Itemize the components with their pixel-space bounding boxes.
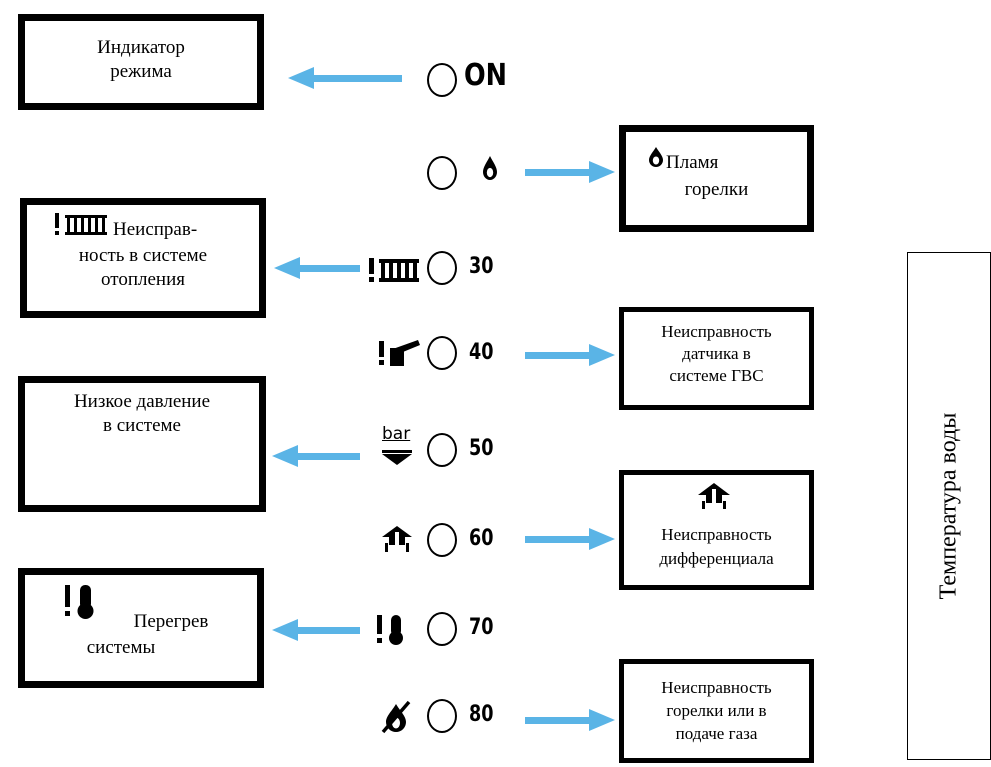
temp-40-label: 40 (469, 340, 494, 365)
gas-line-2: горелки или в (666, 701, 767, 720)
arrow-to-dhw (525, 343, 615, 367)
gas-line-1: Неисправность (661, 678, 772, 697)
gas-line-3: подаче газа (675, 724, 758, 743)
pressure-down-icon (382, 450, 412, 465)
overheat-box: Перегрев системы (18, 568, 264, 688)
dhw-line-2: датчика в (682, 344, 751, 363)
differential-box: Неисправность дифференциала (619, 470, 814, 590)
heating-line-2: ность в системе (78, 245, 208, 266)
heating-line-1: Неисправ- (113, 219, 198, 240)
pressure-line-1: Низкое давление (73, 391, 211, 412)
radiator-fault-icon (369, 258, 419, 282)
flame-box: Пламя горелки (619, 125, 814, 232)
heating-fault-icon (55, 213, 107, 235)
temp-60-label: 60 (469, 526, 494, 551)
led-30 (427, 251, 457, 285)
pressure-line-2: в системе (103, 415, 181, 436)
temp-50-label: 50 (469, 436, 494, 461)
flame-line-2: горелки (684, 179, 749, 200)
differential-line-2: дифференциала (659, 549, 774, 568)
flame-line-1: Пламя (666, 152, 719, 173)
temp-80-label: 80 (469, 702, 494, 727)
mode-indicator-box: Индикатор режима (18, 14, 264, 110)
arrow-to-gas (525, 708, 615, 732)
arrow-to-overheat (272, 618, 360, 642)
overheat-line-2: системы (86, 637, 156, 658)
bar-label: bar (382, 424, 411, 444)
tap-fault-icon (379, 340, 420, 366)
arrow-to-pressure (272, 444, 360, 468)
thermometer-fault-icon (377, 615, 403, 645)
differential-line-1: Неисправность (661, 525, 772, 544)
heating-line-3: отопления (101, 269, 185, 290)
led-60 (427, 523, 457, 557)
differential-icon (382, 526, 412, 552)
arrow-to-flame (525, 160, 615, 184)
differential-icon (698, 483, 730, 509)
no-flame-icon (381, 700, 411, 734)
on-label: ON (464, 58, 508, 93)
flame-icon (483, 156, 497, 180)
led-50 (427, 433, 457, 467)
thermometer-fault-icon (65, 585, 94, 619)
led-80 (427, 699, 457, 733)
gas-fault-box: Неисправность горелки или в подаче газа (619, 659, 814, 763)
dhw-line-1: Неисправность (661, 322, 772, 341)
temp-70-label: 70 (469, 615, 494, 640)
heating-fault-box: Неисправ- ность в системе отопления (20, 198, 266, 318)
led-70 (427, 612, 457, 646)
mode-line-1: Индикатор (97, 37, 185, 58)
mode-line-2: режима (110, 61, 172, 82)
led-on (427, 63, 457, 97)
low-pressure-box: Низкое давление в системе (18, 376, 266, 512)
arrow-to-mode (288, 66, 402, 90)
dhw-sensor-box: Неисправность датчика в системе ГВС (619, 307, 814, 410)
arrow-to-heating (274, 256, 360, 280)
temp-30-label: 30 (469, 254, 494, 279)
led-flame (427, 156, 457, 190)
water-temperature-label: Температура воды (935, 412, 962, 600)
led-40 (427, 336, 457, 370)
flame-icon (649, 147, 663, 167)
water-temperature-box: Температура воды (907, 252, 991, 760)
overheat-line-1: Перегрев (133, 611, 209, 632)
arrow-to-differential (525, 527, 615, 551)
dhw-line-3: системе ГВС (669, 366, 764, 385)
